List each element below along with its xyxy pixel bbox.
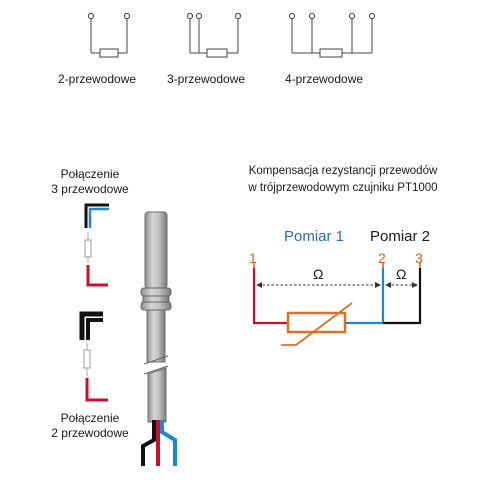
terminal-icon	[348, 12, 356, 20]
terminal-icon	[368, 12, 376, 20]
three-wire-connection-title-line-1: Połączenie	[60, 167, 120, 181]
terminal-icon	[195, 12, 203, 20]
terminal-icon	[308, 12, 316, 20]
terminal-1-label: 1	[249, 250, 257, 266]
two-wire-label: 2-przewodowe	[58, 72, 137, 86]
measurement-1-label: Pomiar 1	[284, 228, 345, 245]
resistor-icon	[83, 349, 91, 369]
resistor-icon	[206, 48, 228, 58]
compensation-title: Kompensacja rezystancji przewodów w trój…	[222, 163, 464, 197]
resistor-icon	[99, 48, 119, 58]
lead-resistance-2-label: Ω	[396, 266, 407, 282]
two-wire-connection-title-line-1: Połączenie	[60, 411, 120, 425]
compensation-title-line-2: w trójprzewodowym czujniku PT1000	[248, 182, 438, 194]
terminal-icon	[87, 12, 95, 20]
terminal-2-label: 2	[378, 250, 386, 266]
sensor-probe-icon	[140, 211, 177, 466]
terminal-3-label: 3	[415, 250, 423, 266]
resistor-icon	[84, 239, 92, 258]
three-wire-schematic	[186, 12, 242, 58]
resistor-icon	[319, 48, 343, 58]
three-wire-connection-title: Połączenie 3 przewodowe	[35, 167, 145, 197]
thermistor-slope	[281, 302, 353, 346]
three-wire-connection-title-line-2: 3 przewodowe	[51, 182, 129, 196]
two-wire-schematic	[87, 12, 131, 58]
terminal-icon	[234, 12, 242, 20]
four-wire-schematic	[288, 12, 376, 58]
three-wire-label: 3-przewodowe	[167, 72, 246, 86]
two-wire-connection-title: Połączenie 2 przewodowe	[35, 411, 145, 441]
three-wire-connection-icon	[84, 203, 109, 287]
terminal-icon	[288, 12, 296, 20]
two-wire-connection-icon	[79, 311, 108, 402]
terminal-icon	[186, 12, 194, 20]
two-wire-connection-title-line-2: 2 przewodowe	[51, 426, 129, 440]
compensation-title-line-1: Kompensacja rezystancji przewodów	[248, 165, 438, 177]
compensation-schematic	[252, 262, 422, 346]
measurement-2-label: Pomiar 2	[370, 228, 431, 245]
lead-resistance-1-label: Ω	[313, 266, 324, 282]
four-wire-label: 4-przewodowe	[285, 72, 364, 86]
terminal-icon	[123, 12, 131, 20]
